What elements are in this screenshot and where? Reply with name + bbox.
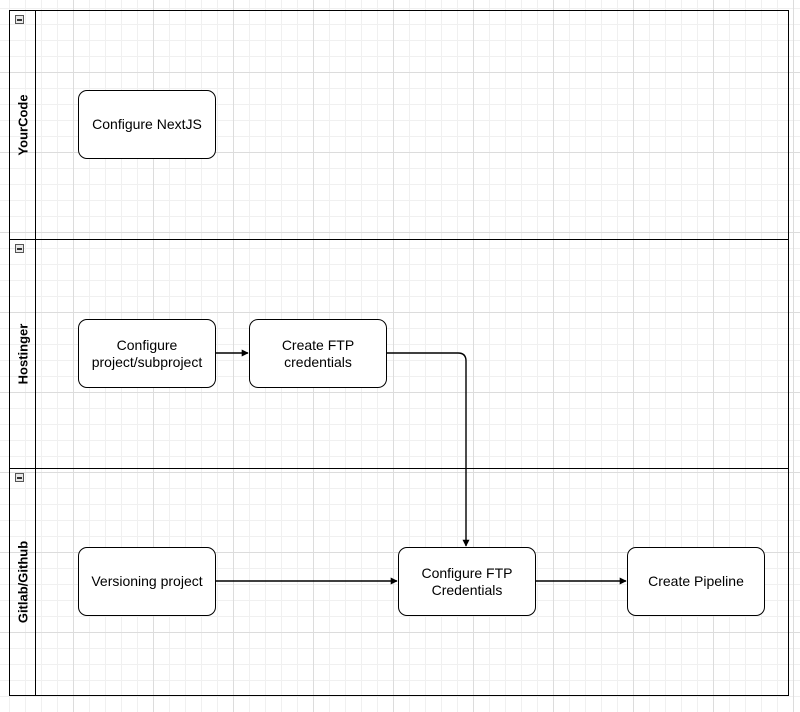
node-configure-project[interactable]: Configure project/subproject: [78, 319, 216, 388]
node-create-ftp-line1: Create FTP: [281, 336, 355, 353]
lane-header-gitlab-github[interactable]: Gitlab/Github: [10, 469, 36, 695]
lane-header-yourcode[interactable]: YourCode: [10, 11, 36, 239]
lane-title-gitlab-github: Gitlab/Github: [15, 540, 31, 624]
swimlane-pool: YourCode Hostinger Gitlab/Github: [9, 10, 789, 696]
node-configure-ftp-line2: Credentials: [431, 581, 503, 598]
node-configure-ftp-line1: Configure FTP: [421, 564, 513, 581]
node-create-pipeline[interactable]: Create Pipeline: [627, 547, 765, 616]
node-configure-ftp-credentials[interactable]: Configure FTP Credentials: [398, 547, 536, 616]
node-create-ftp-credentials-label: Create FTP credentials: [282, 337, 354, 371]
node-configure-nextjs-label: Configure NextJS: [92, 116, 202, 132]
lane-title-yourcode: YourCode: [15, 94, 31, 156]
lane-title-hostinger: Hostinger: [15, 323, 31, 385]
node-create-pipeline-label: Create Pipeline: [648, 573, 744, 589]
collapse-icon[interactable]: [15, 15, 24, 24]
node-versioning-project[interactable]: Versioning project: [78, 547, 216, 616]
collapse-icon[interactable]: [15, 473, 24, 482]
node-configure-project-line1: Configure: [116, 336, 178, 353]
node-versioning-project-label: Versioning project: [91, 573, 203, 589]
lane-gitlab-github[interactable]: Gitlab/Github: [10, 468, 788, 695]
node-create-ftp-line2: credentials: [284, 353, 352, 370]
node-configure-nextjs[interactable]: Configure NextJS: [78, 90, 216, 159]
edge-create-ftp-to-configure-ftp[interactable]: [387, 352, 470, 547]
collapse-icon[interactable]: [15, 244, 24, 253]
lane-hostinger[interactable]: Hostinger: [10, 239, 788, 468]
lane-yourcode[interactable]: YourCode: [10, 11, 788, 239]
lane-header-hostinger[interactable]: Hostinger: [10, 240, 36, 468]
node-configure-project-line2: project/subproject: [91, 353, 203, 370]
node-configure-ftp-credentials-label: Configure FTP Credentials: [421, 565, 512, 599]
node-configure-project-label: Configure project/subproject: [92, 337, 203, 371]
node-create-ftp-credentials[interactable]: Create FTP credentials: [249, 319, 387, 388]
